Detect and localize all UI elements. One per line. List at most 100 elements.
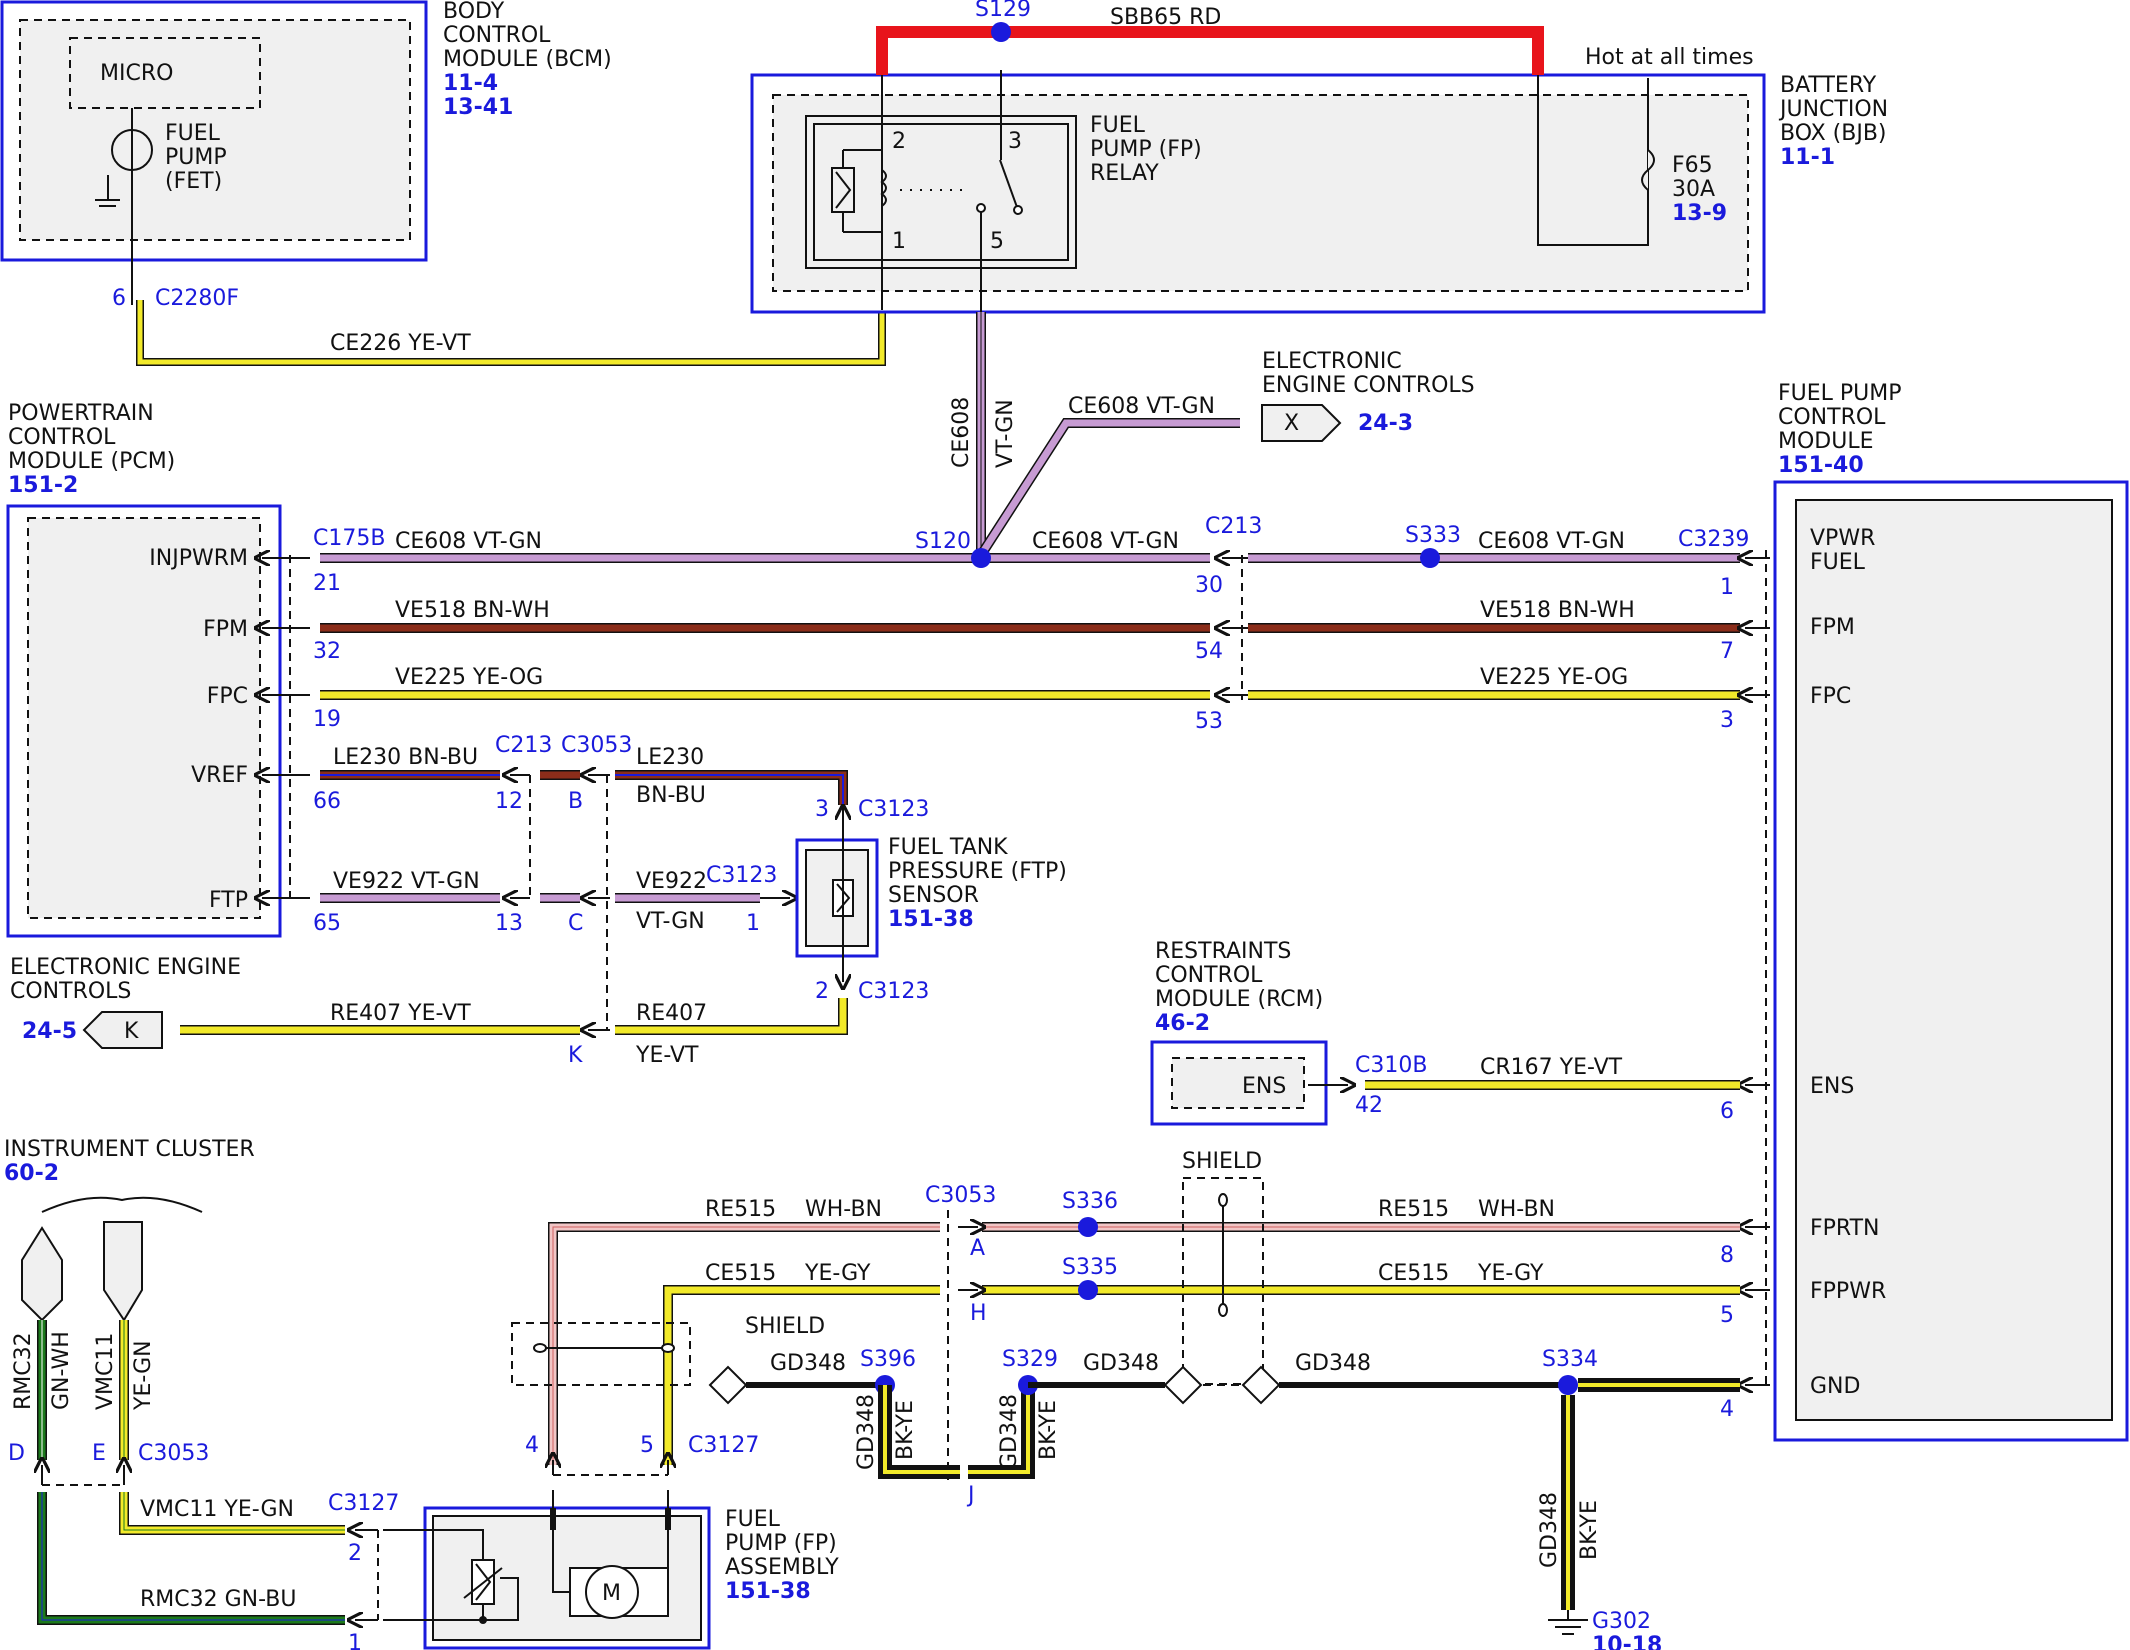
c310b-label: C310B bbox=[1355, 1053, 1427, 1078]
relay-pin-5: 5 bbox=[990, 229, 1004, 254]
c175b-pin-66: 66 bbox=[313, 789, 341, 814]
ce608-vert-label: CE608 bbox=[949, 397, 974, 468]
bjb-name-1: BATTERY bbox=[1780, 73, 1877, 98]
le230-a-label: LE230 bbox=[636, 745, 704, 770]
c175b-pin-65: 65 bbox=[313, 911, 341, 936]
c213-connector: C213 30 54 53 bbox=[1195, 514, 1262, 734]
wire-ce608-vert: CE608 VT-GN CE608 VT-GN bbox=[949, 312, 1240, 558]
yegn-vert-label: YE-GN bbox=[131, 1340, 156, 1411]
ftp-name-1: FUEL TANK bbox=[888, 835, 1008, 860]
ic-ref: 60-2 bbox=[4, 1161, 59, 1186]
whbn-right-label: WH-BN bbox=[1478, 1197, 1555, 1222]
relay-pin-1: 1 bbox=[892, 229, 906, 254]
fpcm-pin-vpwr: VPWR bbox=[1810, 526, 1875, 551]
bjb-name-2: JUNCTION bbox=[1778, 97, 1888, 122]
pcm-pin-vref: VREF bbox=[191, 763, 248, 788]
gd348-right-label: GD348 bbox=[1295, 1351, 1371, 1376]
rcm-module: RESTRAINTS CONTROL MODULE (RCM) 46-2 ENS… bbox=[1150, 939, 1740, 1126]
ftp-sensor: 3 C3123 2 C3123 FUEL TANK PRESSURE (FTP)… bbox=[795, 797, 1067, 1004]
pcm-name-1: POWERTRAIN bbox=[8, 401, 154, 426]
c3239-pin-1: 1 bbox=[1720, 575, 1734, 600]
gd348-left-label: GD348 bbox=[770, 1351, 846, 1376]
c3239-pin-7: 7 bbox=[1720, 639, 1734, 664]
wire-ve518: VE518 BN-WH VE518 BN-WH bbox=[320, 598, 1740, 633]
c3239-pin-8: 8 bbox=[1720, 1243, 1734, 1268]
eec-left-tag: K bbox=[124, 1019, 139, 1044]
c175b-label: C175B bbox=[313, 526, 385, 551]
bjb-ref: 11-1 bbox=[1780, 145, 1835, 170]
rmc32-vert-label: RMC32 bbox=[11, 1332, 36, 1410]
bcm-name-3: MODULE (BCM) bbox=[443, 47, 612, 72]
bcm-module: MICRO FUEL PUMP (FET) BODY CONTROL MODUL… bbox=[0, 0, 612, 311]
c175b-pin-21: 21 bbox=[313, 571, 341, 596]
fpcm-name-1: FUEL PUMP bbox=[1778, 381, 1902, 406]
eec-left-name-1: ELECTRONIC ENGINE bbox=[10, 955, 241, 980]
eec-top: X 24-3 ELECTRONIC ENGINE CONTROLS bbox=[1261, 349, 1475, 442]
wire-ve225: VE225 YE-OG VE225 YE-OG bbox=[320, 665, 1740, 700]
fpa-name-1: FUEL bbox=[725, 1507, 781, 1532]
pcm-name-2: CONTROL bbox=[8, 425, 116, 450]
shield-left-label: SHIELD bbox=[745, 1314, 825, 1339]
rcm-ref: 46-2 bbox=[1155, 1011, 1210, 1036]
s333-label: S333 bbox=[1405, 523, 1461, 548]
ce608-right-label: CE608 VT-GN bbox=[1478, 529, 1625, 554]
shield-right-label: SHIELD bbox=[1182, 1149, 1262, 1174]
relay-pin-3: 3 bbox=[1008, 129, 1022, 154]
c3053-pin-e: E bbox=[92, 1441, 106, 1466]
shield-left: SHIELD bbox=[511, 1314, 825, 1386]
ce608-mid-label: CE608 VT-GN bbox=[1032, 529, 1179, 554]
c3053-vref-label: C3053 bbox=[561, 733, 632, 758]
pcm-pin-fpc: FPC bbox=[207, 684, 248, 709]
fpcm-name-2: CONTROL bbox=[1778, 405, 1886, 430]
rcm-name-3: MODULE (RCM) bbox=[1155, 987, 1323, 1012]
rcm-name-2: CONTROL bbox=[1155, 963, 1263, 988]
c213-pin-30: 30 bbox=[1195, 573, 1223, 598]
fpcm-pin-ens: ENS bbox=[1810, 1074, 1854, 1099]
fpcm-pin-fppwr: FPPWR bbox=[1810, 1279, 1886, 1304]
s120-label: S120 bbox=[915, 529, 971, 554]
vmc11-label: VMC11 YE-GN bbox=[140, 1497, 294, 1522]
ce608-left-label: CE608 VT-GN bbox=[395, 529, 542, 554]
ve225-left-label: VE225 YE-OG bbox=[395, 665, 543, 690]
sbb65-label: SBB65 RD bbox=[1110, 5, 1221, 30]
pcm-ref: 151-2 bbox=[8, 473, 78, 498]
re515-left-label: RE515 bbox=[705, 1197, 776, 1222]
ftp-ref: 151-38 bbox=[888, 907, 974, 932]
bcm-ref-2: 13-41 bbox=[443, 95, 513, 120]
re407-b-label: YE-VT bbox=[635, 1043, 699, 1068]
wire-sbb65: S129 SBB65 RD bbox=[876, 0, 1544, 75]
c3239-pin-3: 3 bbox=[1720, 708, 1734, 733]
fuse-ref: 13-9 bbox=[1672, 201, 1727, 226]
c175b-pin-32: 32 bbox=[313, 639, 341, 664]
bkye-v2-label: BK-YE bbox=[1036, 1400, 1061, 1460]
fuel-pump-assembly: M 4 5 C3127 FUEL PUMP (FP) ASSEMBLY 151-… bbox=[383, 1433, 839, 1650]
ve922-b-label: VT-GN bbox=[636, 909, 705, 934]
c3127-pin-4: 4 bbox=[525, 1433, 539, 1458]
c3127-pin-2: 2 bbox=[348, 1541, 362, 1566]
ve922-a-label: VE922 bbox=[636, 869, 707, 894]
c3239-pin-4: 4 bbox=[1720, 1397, 1734, 1422]
fpa-name-3: ASSEMBLY bbox=[725, 1555, 839, 1580]
c3123-bottom-label: C3123 bbox=[858, 979, 929, 1004]
fet-line1: FUEL bbox=[165, 121, 221, 146]
fpcm-name-3: MODULE bbox=[1778, 429, 1874, 454]
c3053-ic-label: C3053 bbox=[138, 1441, 209, 1466]
ce226-label: CE226 YE-VT bbox=[330, 331, 471, 356]
ce608-diag-label: CE608 VT-GN bbox=[1068, 394, 1215, 419]
pcm-pin-injpwrm: INJPWRM bbox=[149, 546, 248, 571]
c3239-pin-6: 6 bbox=[1720, 1099, 1734, 1124]
c3127-pin-5: 5 bbox=[640, 1433, 654, 1458]
fet-line3: (FET) bbox=[165, 169, 222, 194]
eec-top-name-2: ENGINE CONTROLS bbox=[1262, 373, 1475, 398]
rcm-pin-ens: ENS bbox=[1242, 1074, 1286, 1099]
bcm-name-2: CONTROL bbox=[443, 23, 551, 48]
micro-label: MICRO bbox=[100, 61, 173, 86]
bcm-name-1: BODY bbox=[443, 0, 505, 24]
wire-re515: RE515 WH-BN RE515 WH-BN S336 C3053 A bbox=[548, 1183, 1740, 1465]
ftp-name-2: PRESSURE (FTP) bbox=[888, 859, 1067, 884]
c310b-pin-42: 42 bbox=[1355, 1093, 1383, 1118]
c3123-pin-1: 1 bbox=[746, 911, 760, 936]
bjb-module: 2 3 1 5 FUEL PUMP (FP) RELAY F65 30A 13-… bbox=[750, 45, 1888, 314]
hot-label: Hot at all times bbox=[1585, 45, 1754, 70]
gnwh-vert-label: GN-WH bbox=[49, 1331, 74, 1410]
